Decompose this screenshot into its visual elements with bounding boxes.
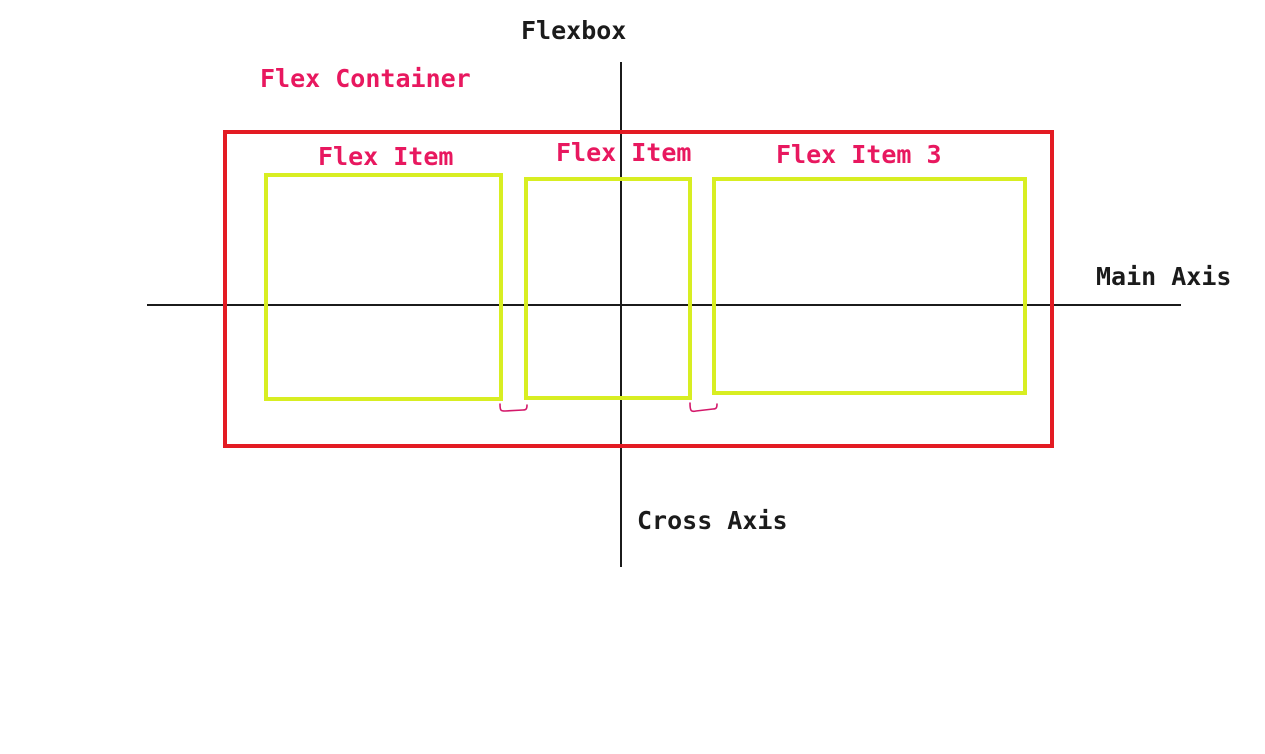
main-axis-label: Main Axis <box>1096 262 1232 291</box>
flex-container-box <box>223 130 1054 448</box>
flex-item-3-label: Flex Item 3 <box>776 140 942 169</box>
cross-axis-label: Cross Axis <box>637 506 788 535</box>
diagram-title: Flexbox <box>521 16 627 45</box>
flex-item-2-label: Flex Item <box>556 138 692 167</box>
flex-item-1-label: Flex Item <box>318 142 454 171</box>
gap-indicator-1 <box>499 403 528 412</box>
gap-indicator-2 <box>689 402 718 413</box>
main-axis-line <box>147 304 1181 306</box>
flex-item-3-box <box>712 177 1027 395</box>
flex-item-1-box <box>264 173 503 401</box>
flex-container-label: Flex Container <box>260 64 471 93</box>
cross-axis-line <box>620 62 622 567</box>
flex-item-2-box <box>524 177 692 400</box>
